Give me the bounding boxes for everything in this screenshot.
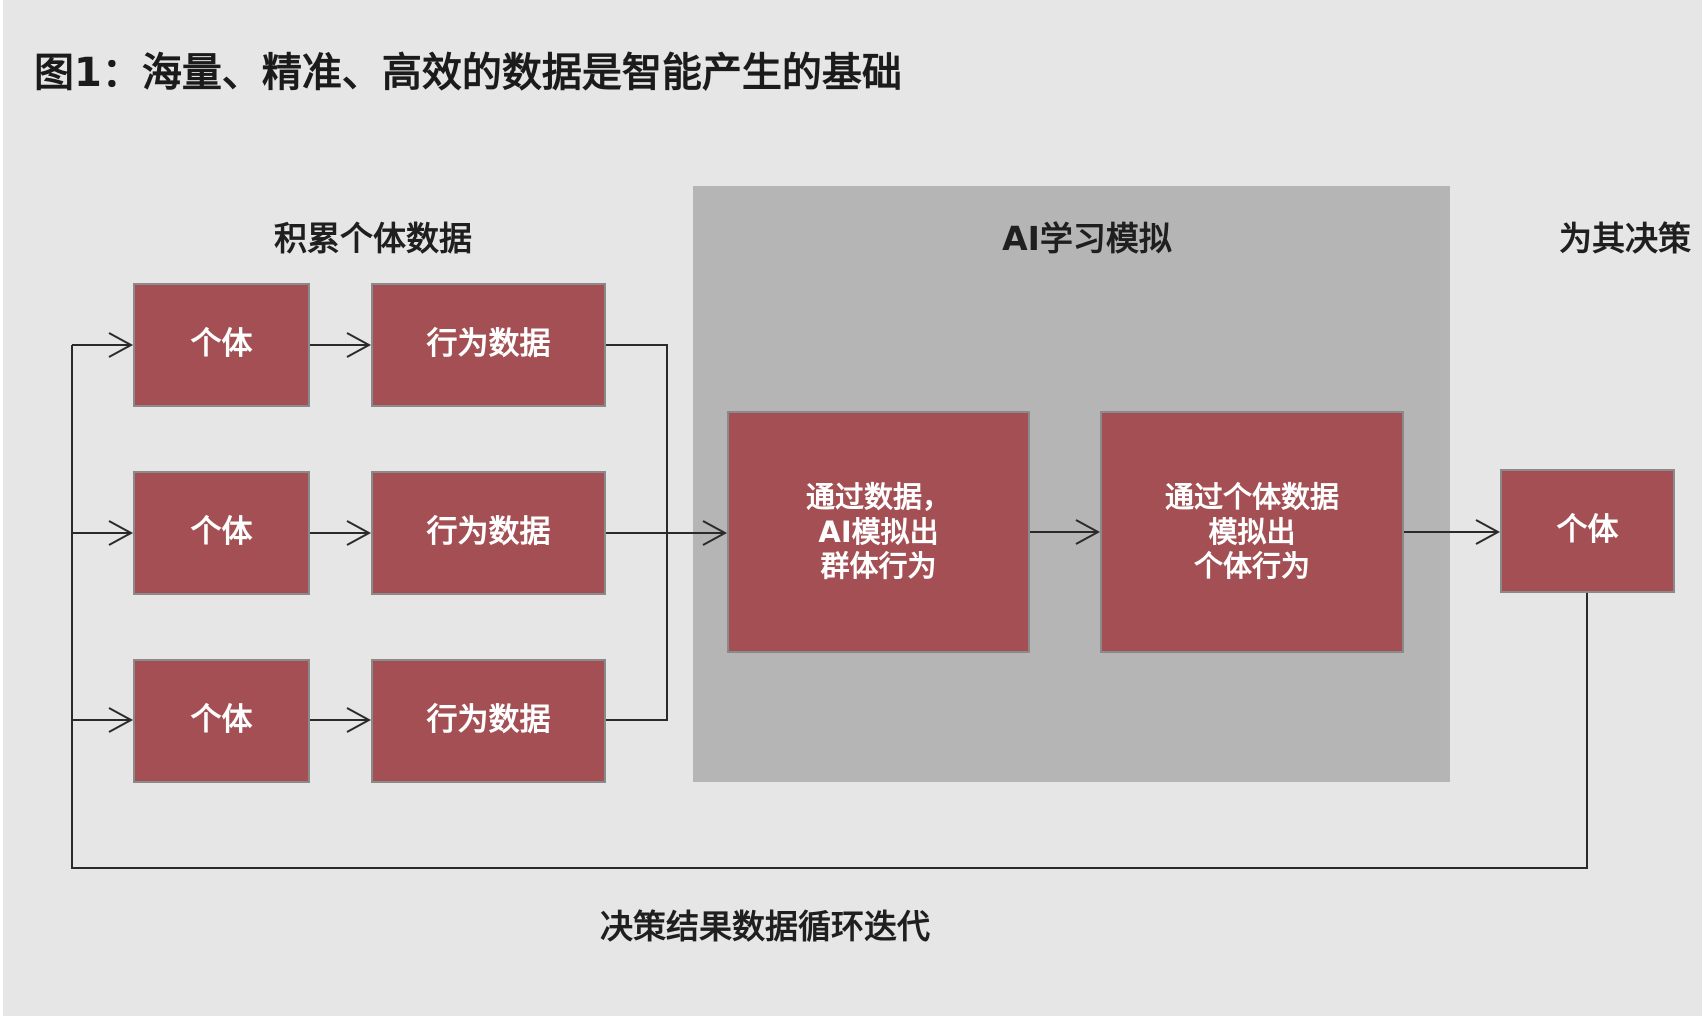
arrowhead	[1475, 519, 1501, 545]
individual-box-label: 个体	[190, 326, 253, 363]
section-heading-decide: 为其决策	[1559, 219, 1691, 258]
behavior-data-box-2: 行为数据	[371, 471, 606, 595]
section-heading-ai: AI学习模拟	[1002, 219, 1172, 258]
feedback-loop-label: 决策结果数据循环迭代	[600, 907, 930, 946]
ai-individual-simulation-label: 通过个体数据 模拟出 个体行为	[1164, 479, 1339, 584]
section-heading-collect: 积累个体数据	[274, 219, 472, 258]
behavior-data-box-label: 行为数据	[426, 326, 551, 363]
behavior-data-box-label: 行为数据	[426, 514, 551, 551]
ai-individual-simulation-box: 通过个体数据 模拟出 个体行为	[1100, 411, 1404, 653]
feedback-loop-line	[71, 345, 1588, 869]
arrowhead	[346, 332, 372, 358]
ai-group-simulation-box: 通过数据， AI模拟出 群体行为	[727, 411, 1030, 653]
ai-group-simulation-label: 通过数据， AI模拟出 群体行为	[805, 479, 951, 584]
behavior-data-box-label: 行为数据	[426, 702, 551, 739]
arrowhead	[108, 707, 134, 733]
individual-box-label: 个体	[190, 514, 253, 551]
behavior-data-box-3: 行为数据	[371, 659, 606, 783]
decision-individual-box: 个体	[1500, 469, 1675, 593]
figure-title: 图1：海量、精准、高效的数据是智能产生的基础	[34, 50, 902, 96]
individual-box-1: 个体	[133, 283, 310, 407]
behavior-data-box-1: 行为数据	[371, 283, 606, 407]
arrowhead	[346, 520, 372, 546]
arrowhead	[702, 520, 728, 546]
individual-box-label: 个体	[190, 702, 253, 739]
arrowhead	[1075, 519, 1101, 545]
arrowhead	[108, 332, 134, 358]
individual-box-3: 个体	[133, 659, 310, 783]
arrowhead	[346, 707, 372, 733]
arrowhead	[108, 520, 134, 546]
individual-box-2: 个体	[133, 471, 310, 595]
decision-individual-label: 个体	[1556, 512, 1619, 549]
